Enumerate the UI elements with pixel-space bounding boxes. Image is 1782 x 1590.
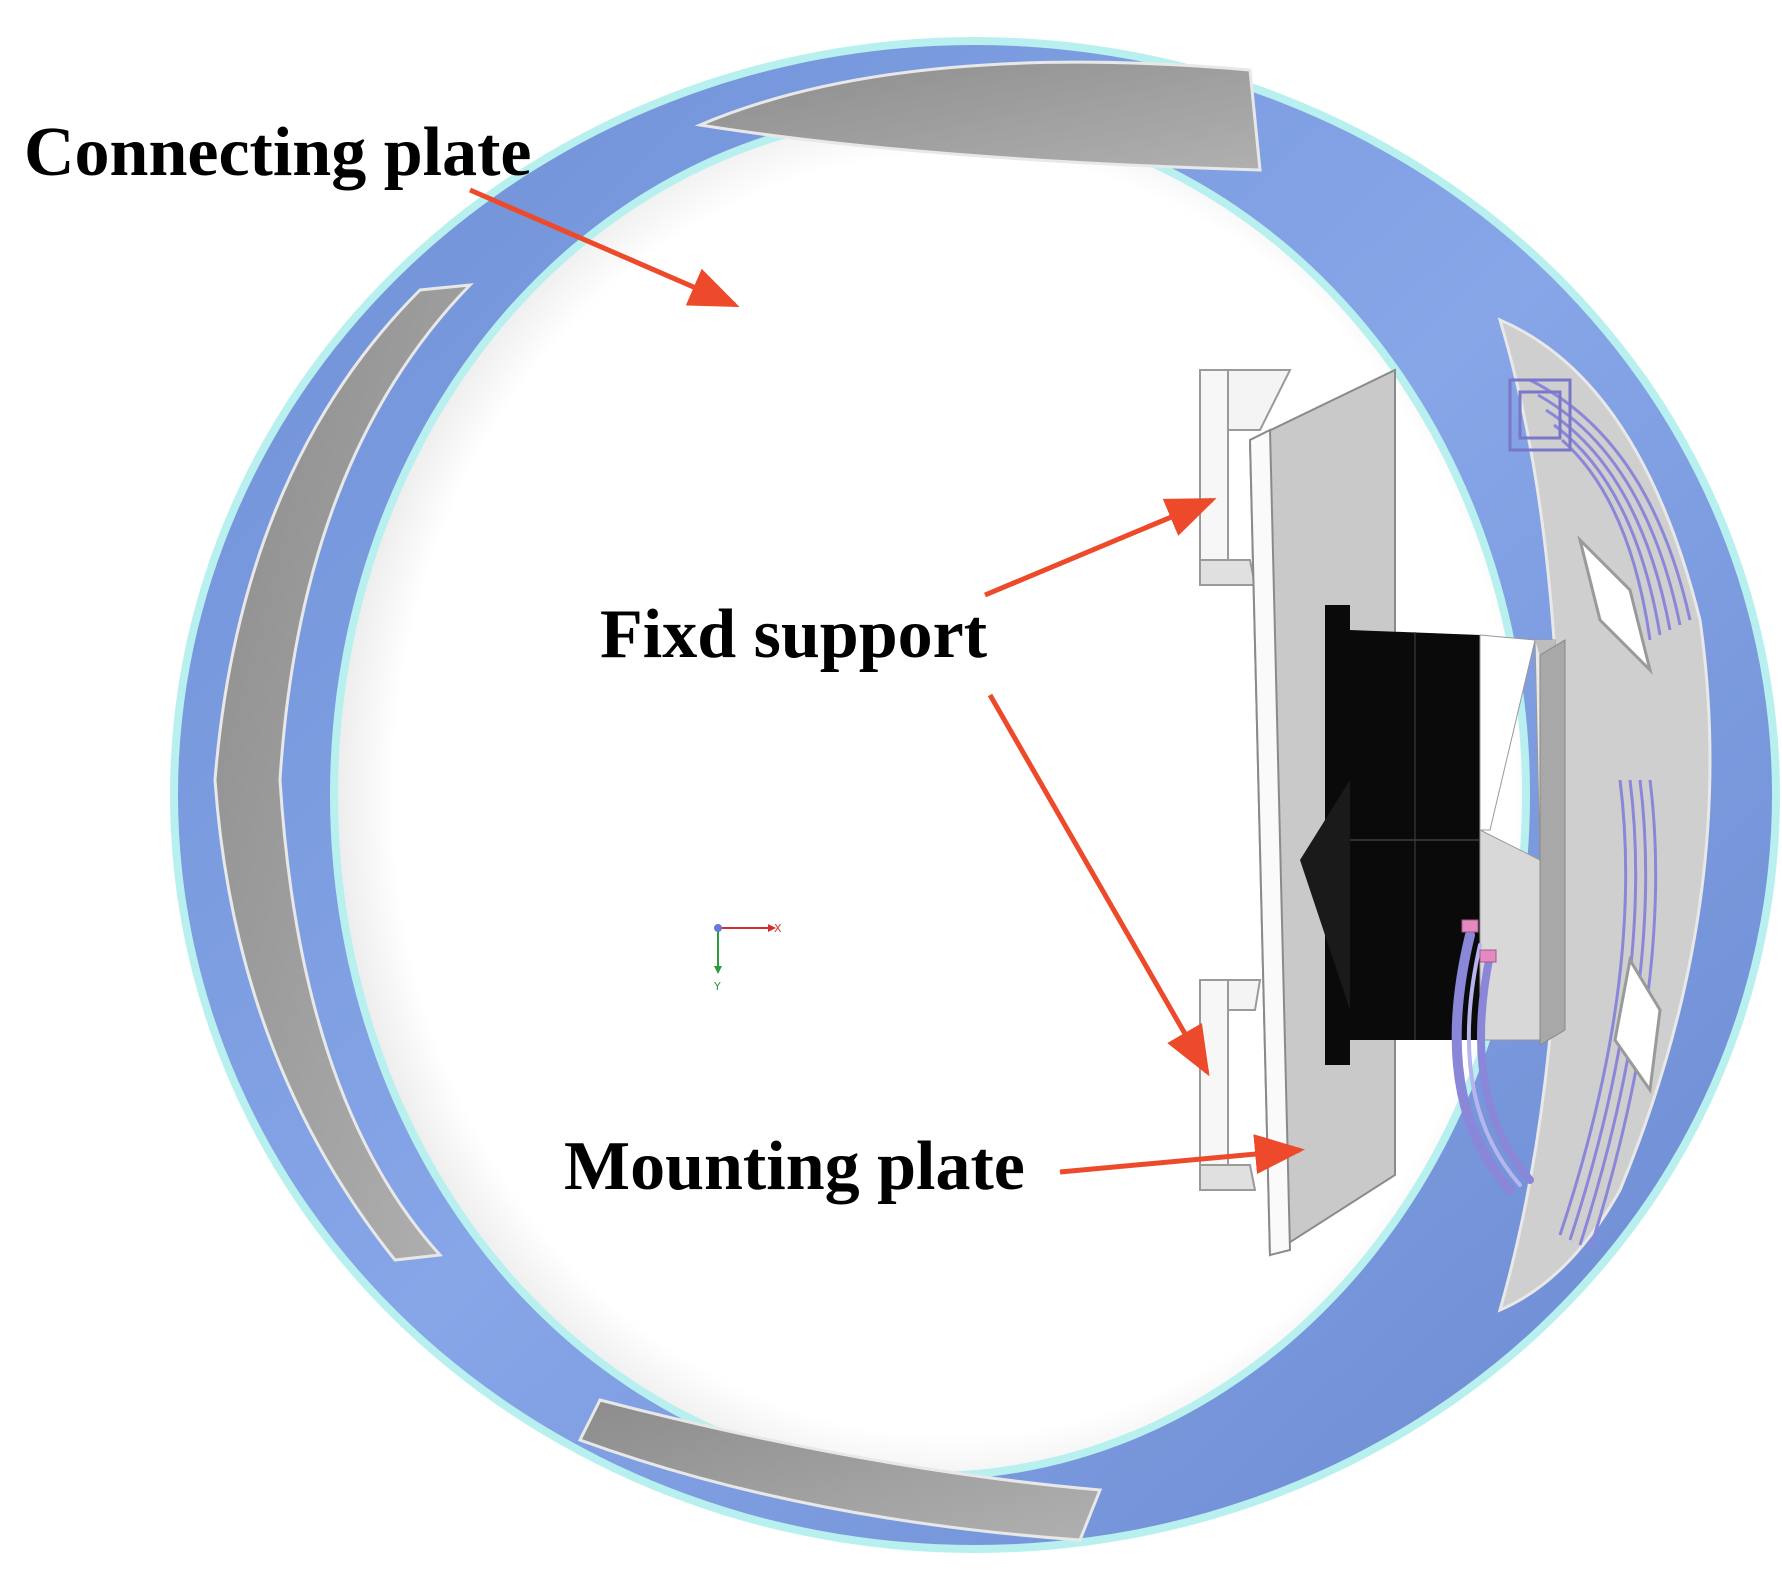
tab-plate: [1539, 639, 1566, 1046]
window-bottom: [577, 1398, 1103, 1542]
axis-triad: X Y: [713, 922, 782, 993]
ring-windows: [213, 60, 1712, 1542]
label-connecting-plate: Connecting plate: [24, 114, 532, 191]
axis-y-label: Y: [713, 980, 721, 993]
window-top: [694, 60, 1262, 172]
label-fixd-support: Fixd support: [600, 596, 988, 673]
black-module: [1300, 605, 1561, 1065]
callout-arrows: [469, 187, 1305, 1175]
arrow-fixd-support-lower: [987, 693, 1210, 1077]
fixed-support-upper: [1199, 369, 1292, 586]
diamond-cutouts: [1577, 535, 1662, 1095]
arrow-mounting-plate: [1059, 1134, 1305, 1175]
window-left: [213, 283, 474, 1262]
axis-x-label: X: [774, 922, 782, 935]
arrow-connecting-plate: [469, 187, 740, 308]
cables: [1451, 919, 1534, 1195]
arrow-fixd-support-upper: [984, 497, 1217, 598]
label-mounting-plate: Mounting plate: [564, 1128, 1025, 1205]
